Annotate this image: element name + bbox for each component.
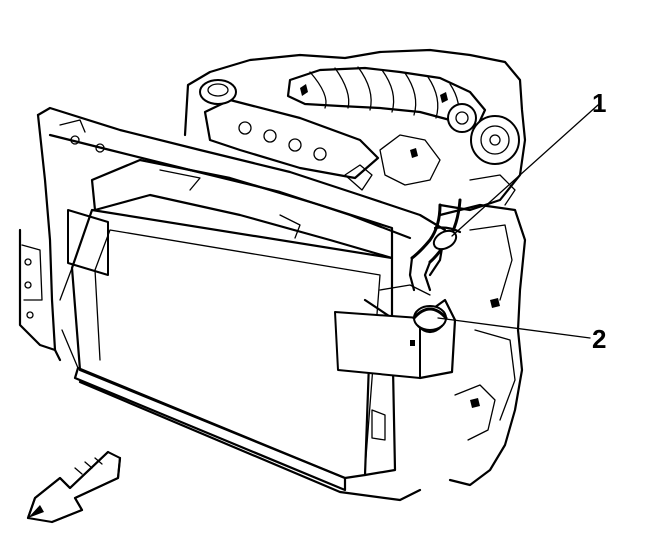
- callout-1-label: 1: [592, 88, 606, 118]
- right-bracket: [334, 284, 457, 380]
- callout-1-leader: [451, 104, 599, 237]
- front-direction-arrow-icon: [26, 450, 122, 524]
- callout-2-leader: [437, 317, 591, 339]
- callout-leaders: [437, 104, 599, 339]
- hose-clamp: [412, 305, 448, 334]
- engine-assembly: [183, 48, 527, 212]
- upper-radiator-hose: [408, 198, 462, 292]
- right-frame-structure: [438, 203, 527, 487]
- callout-2-label: 2: [592, 324, 606, 354]
